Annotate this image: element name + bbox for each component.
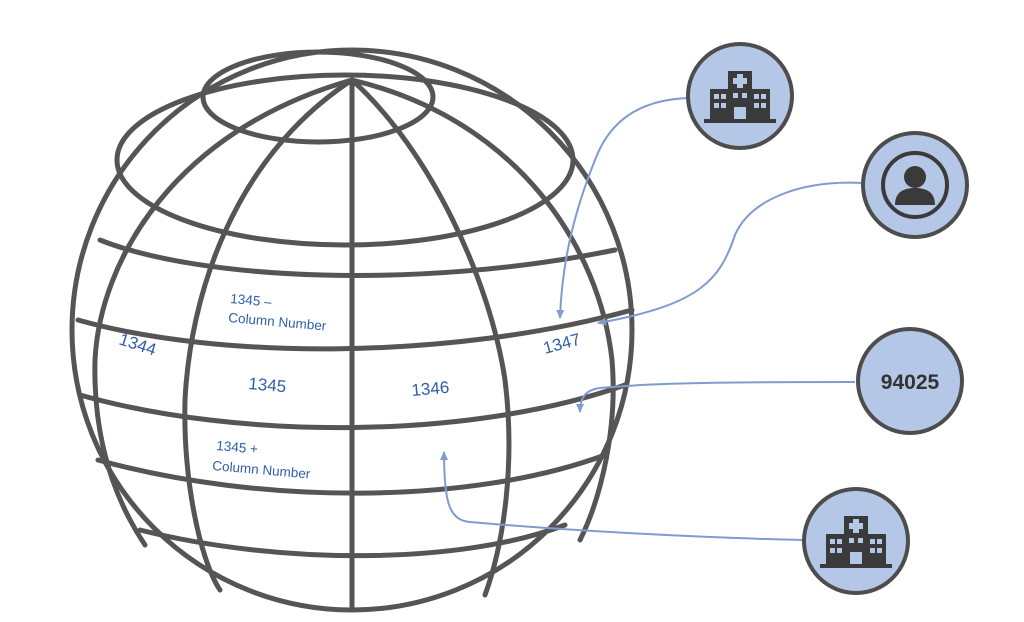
cell-label-1345-minus-line1: 1345 – xyxy=(230,291,273,310)
connector-zip xyxy=(576,381,856,413)
zip-label: 94025 xyxy=(881,371,940,394)
cell-label-1345-plus-line2: Column Number xyxy=(212,458,312,482)
latitude-band-3 xyxy=(77,382,628,431)
latitude-polar-small xyxy=(200,49,436,145)
hospital-icon xyxy=(704,71,776,123)
person-badge[interactable] xyxy=(861,131,969,239)
cell-labels: 1344 1345 – Column Number 1345 1346 1347… xyxy=(117,291,583,482)
latitude-band-1 xyxy=(97,237,618,278)
hospital-icon xyxy=(820,516,892,568)
connectors xyxy=(440,97,863,541)
cell-label-1345-minus-line2: Column Number xyxy=(228,310,328,334)
meridian-right-inner xyxy=(349,77,512,598)
meridian-left-inner xyxy=(182,77,355,593)
hospital-bottom-badge[interactable] xyxy=(802,487,910,595)
connector-hospital-top xyxy=(556,97,689,319)
hospital-top-badge[interactable] xyxy=(686,42,794,150)
connector-person xyxy=(597,181,863,326)
latitude-band-4 xyxy=(95,452,608,496)
cell-label-1347: 1347 xyxy=(541,330,582,358)
cell-label-1346: 1346 xyxy=(411,378,450,400)
zip-badge[interactable]: 94025 xyxy=(856,327,964,435)
cell-label-1345-plus-line1: 1345 + xyxy=(216,438,259,457)
cell-label-1345: 1345 xyxy=(248,374,287,396)
meridian-left-outer xyxy=(92,77,355,548)
latitude-polar-large xyxy=(114,72,576,248)
globe xyxy=(69,47,635,613)
person-icon xyxy=(881,151,949,219)
latitude-band-5 xyxy=(137,522,568,559)
latitude-band-2 xyxy=(75,307,635,352)
meridian-right-outer xyxy=(349,77,616,543)
connector-hospital-bottom xyxy=(440,451,806,541)
